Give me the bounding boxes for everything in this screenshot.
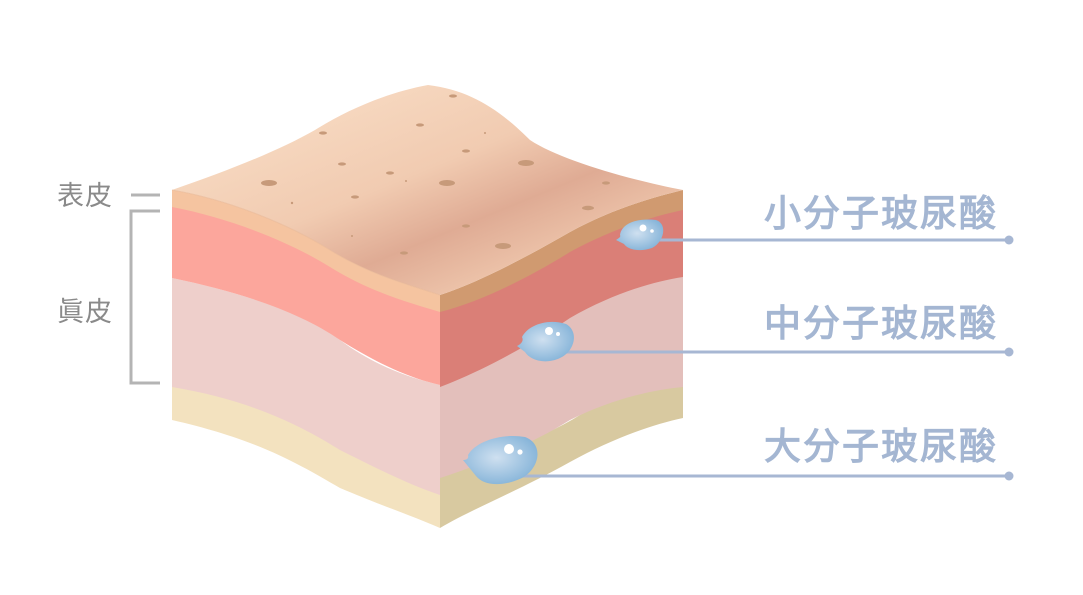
small-molecule-ha-label: 小分子玻尿酸	[764, 192, 998, 235]
left-face	[172, 190, 440, 528]
dermis-bracket	[129, 209, 160, 385]
medium-molecule-ha-label: 中分子玻尿酸	[764, 302, 998, 345]
epidermis-label: 表皮	[57, 181, 113, 212]
epidermis-right	[440, 190, 683, 312]
epidermis-left	[172, 190, 440, 312]
dermis-lower-left	[172, 278, 440, 495]
surface-edge	[171, 189, 441, 296]
molecule-small	[616, 219, 1014, 251]
dermis-label: 眞皮	[57, 297, 113, 328]
right-face	[440, 190, 683, 528]
molecule-large	[463, 435, 1014, 485]
dermis-upper-left	[172, 205, 440, 385]
large-molecule-ha-label: 大分子玻尿酸	[764, 425, 998, 468]
dermis-lower-right	[440, 275, 683, 478]
dermis-upper-right	[440, 208, 683, 387]
subcutis-right	[440, 385, 683, 528]
molecule-medium	[517, 321, 1014, 362]
pores	[261, 94, 610, 255]
skin-surface	[172, 85, 683, 295]
subcutis-left	[172, 370, 440, 528]
